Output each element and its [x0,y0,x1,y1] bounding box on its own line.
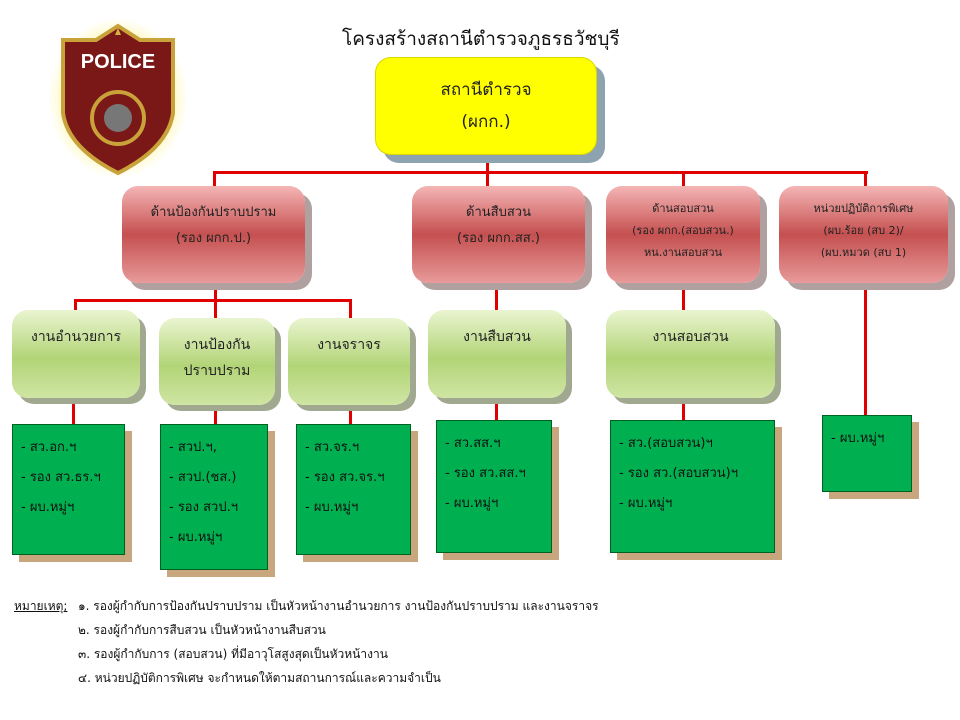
staff-item: - ผบ.หมู่ฯ [445,496,499,511]
staff-item: - รอง สว.ธร.ฯ [21,470,101,485]
police-logo: POLICE [48,18,188,178]
root-line1: สถานีตำรวจ [440,80,532,100]
connector [864,171,867,416]
connector [349,405,352,425]
division-head: (รอง ผกก.(สอบสวน.) [632,224,734,237]
staff-item: - ผบ.หมู่ฯ [619,496,673,511]
note-item: ๑. รองผู้กำกับการป้องกันปราบปราม เป็นหัว… [78,599,599,613]
connector [74,299,77,311]
division-label: ด้านสอบสวน [652,202,714,215]
unit-label: งานจราจร [317,337,381,353]
connector [486,171,489,187]
staff-item: - สวป.ฯ, [169,440,217,455]
note-item: ๓. รองผู้กำกับการ (สอบสวน) ที่มีอาวุโสสู… [78,647,388,661]
unit-traffic: งานจราจร [288,318,410,405]
unit-label: งานอำนวยการ [30,329,122,345]
staff-list-special-ops: - ผบ.หมู่ฯ [822,415,912,492]
division-label: ด้านสืบสวน [466,205,531,220]
connector [682,283,685,311]
connector [74,299,352,302]
unit-prevention: งานป้องกัน ปราบปราม [159,318,275,405]
staff-item: - ผบ.หมู่ฯ [831,431,885,446]
division-head: (ผบ.ร้อย (สบ 2)/ [823,224,904,237]
unit-label: งานสืบสวน [463,329,531,345]
unit-label: งานป้องกัน [183,337,251,353]
division-head2: (ผบ.หมวด (สบ 1) [820,246,907,259]
note-item: ๔. หน่วยปฏิบัติการพิเศษ จะกำหนดให้ตามสถา… [78,671,441,685]
staff-list-inquiry: - สว.(สอบสวน)ฯ - รอง สว.(สอบสวน)ฯ - ผบ.ห… [610,420,775,553]
staff-item: - รอง สว.สส.ฯ [445,466,526,481]
connector [349,299,352,319]
connector [213,171,868,174]
division-label: ด้านป้องกันปราบปราม [150,205,277,220]
division-head: (รอง ผกก.สส.) [457,231,540,246]
unit-inquiry: งานสอบสวน [606,310,775,398]
connector [682,171,685,187]
division-prevention: ด้านป้องกันปราบปราม (รอง ผกก.ป.) [122,186,305,283]
division-investigation: ด้านสืบสวน (รอง ผกก.สส.) [412,186,585,283]
connector [214,283,217,301]
staff-item: - ผบ.หมู่ฯ [21,500,75,515]
staff-item: - รอง สว.(สอบสวน)ฯ [619,466,739,481]
connector [495,283,498,311]
division-label: หน่วยปฏิบัติการพิเศษ [813,202,914,215]
root-station-box: สถานีตำรวจ (ผกก.) [375,57,597,155]
connector [682,398,685,421]
connector [214,405,217,425]
root-line2: (ผกก.) [461,112,511,132]
staff-item: - ผบ.หมู่ฯ [305,500,359,515]
staff-item: - สว.(สอบสวน)ฯ [619,436,713,451]
staff-list-administration: - สว.อก.ฯ - รอง สว.ธร.ฯ - ผบ.หมู่ฯ [12,424,125,555]
unit-label: งานสอบสวน [652,329,729,345]
connector [486,155,489,173]
staff-item: - รอง สวป.ฯ [169,500,239,515]
note-item: ๒. รองผู้กำกับการสืบสวน เป็นหัวหน้างานสื… [78,623,326,637]
unit-administration: งานอำนวยการ [12,310,140,398]
svg-text:POLICE: POLICE [81,51,155,73]
division-inquiry: ด้านสอบสวน (รอง ผกก.(สอบสวน.) หน.งานสอบส… [606,186,760,283]
unit-label2: ปราบปราม [183,363,251,379]
staff-list-prevention: - สวป.ฯ, - สวป.(ชส.) - รอง สวป.ฯ - ผบ.หม… [160,424,268,570]
division-head2: หน.งานสอบสวน [643,246,723,259]
notes-list: ๑. รองผู้กำกับการป้องกันปราบปราม เป็นหัว… [78,594,599,690]
division-head: (รอง ผกก.ป.) [175,231,252,246]
unit-investigation: งานสืบสวน [428,310,566,398]
staff-item: - สวป.(ชส.) [169,470,237,485]
staff-item: - รอง สว.จร.ฯ [305,470,385,485]
staff-item: - ผบ.หมู่ฯ [169,530,223,545]
staff-item: - สว.สส.ฯ [445,436,501,451]
page-title: โครงสร้างสถานีตำรวจภูธรธวัชบุรี [342,28,620,50]
connector [72,398,75,425]
connector [214,299,217,319]
staff-item: - สว.อก.ฯ [21,440,77,455]
connector [495,398,498,421]
staff-list-traffic: - สว.จร.ฯ - รอง สว.จร.ฯ - ผบ.หมู่ฯ [296,424,411,555]
staff-item: - สว.จร.ฯ [305,440,360,455]
division-special-ops: หน่วยปฏิบัติการพิเศษ (ผบ.ร้อย (สบ 2)/ (ผ… [779,186,948,283]
staff-list-investigation: - สว.สส.ฯ - รอง สว.สส.ฯ - ผบ.หมู่ฯ [436,420,552,553]
notes-label: หมายเหตุ; [14,599,68,613]
connector [213,171,216,187]
